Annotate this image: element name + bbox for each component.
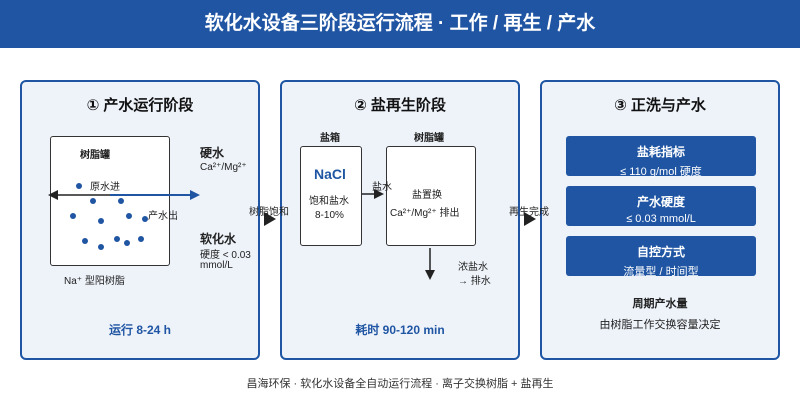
resin-bead bbox=[142, 216, 148, 222]
brine-tank bbox=[300, 146, 362, 246]
spec-title: 自控方式 bbox=[636, 245, 685, 259]
spec-value: 流量型 / 时间型 bbox=[623, 266, 699, 278]
inlet-label: 原水进 bbox=[90, 182, 120, 193]
spec-card-control-mode: 自控方式 流量型 / 时间型 bbox=[566, 236, 756, 278]
waste-brine-label: 浓盐水 bbox=[458, 262, 488, 273]
panel-rinse-title: ③ 正洗与产水 bbox=[614, 97, 706, 114]
spec-title: 盐耗指标 bbox=[636, 145, 685, 159]
resin-tank-label: 树脂罐 bbox=[414, 133, 444, 144]
resin-bead bbox=[126, 213, 132, 219]
brine-label: 饱和盐水 bbox=[309, 196, 349, 207]
nacl-label: NaCl bbox=[314, 166, 346, 182]
transition-label-saturated: 树脂饱和 bbox=[249, 207, 289, 218]
page-title: 软化水设备三阶段运行流程 · 工作 / 再生 / 产水 bbox=[0, 0, 800, 48]
panel-production-title: ① 产水运行阶段 bbox=[86, 97, 194, 114]
brine-flow-label: 盐水 bbox=[372, 182, 392, 193]
resin-bead bbox=[90, 198, 96, 204]
footer-caption: 昌海环保 · 软化水设备全自动运行流程 · 离子交换树脂 + 盐再生 bbox=[246, 378, 554, 390]
spec-value: ≤ 110 g/mol 硬度 bbox=[620, 166, 702, 178]
soft-water-unit: mmol/L bbox=[200, 260, 233, 271]
hard-water-title: 硬水 bbox=[200, 146, 225, 160]
soft-water-title: 软化水 bbox=[200, 232, 237, 246]
resin-bead bbox=[124, 240, 130, 246]
resin-tank-label: 树脂罐 bbox=[80, 150, 110, 161]
resin-bead bbox=[82, 238, 88, 244]
spec-card-salt-consumption: 盐耗指标 ≤ 110 g/mol 硬度 bbox=[566, 136, 756, 178]
exchange-label: 盐置换 bbox=[412, 190, 442, 201]
cycle-output-title: 周期产水量 bbox=[632, 298, 688, 310]
spec-title: 产水硬度 bbox=[636, 195, 685, 209]
resin-bead bbox=[98, 244, 104, 250]
resin-bead bbox=[98, 218, 104, 224]
resin-bead bbox=[138, 236, 144, 242]
resin-type-label: Na⁺ 型阳树脂 bbox=[64, 276, 125, 287]
hard-water-ions: Ca²⁺/Mg²⁺ bbox=[200, 162, 247, 173]
resin-bead bbox=[76, 183, 82, 189]
resin-bead bbox=[118, 198, 124, 204]
transition-arrow-2 bbox=[524, 212, 536, 226]
soft-water-hardness: 硬度 < 0.03 bbox=[200, 250, 251, 261]
resin-tank bbox=[50, 136, 170, 266]
resin-bead bbox=[114, 236, 120, 242]
spec-value: ≤ 0.03 mmol/L bbox=[626, 213, 696, 225]
spec-card-water-hardness: 产水硬度 ≤ 0.03 mmol/L bbox=[566, 186, 756, 226]
panel-regeneration-title: ② 盐再生阶段 bbox=[354, 97, 446, 114]
panel-regeneration-duration: 耗时 90-120 min bbox=[355, 323, 445, 337]
transition-label-regenerated: 再生完成 bbox=[509, 207, 549, 218]
drain-label: → 排水 bbox=[458, 276, 491, 287]
resin-bead bbox=[70, 213, 76, 219]
brine-tank-label: 盐箱 bbox=[320, 133, 340, 144]
panel-rinse-production: ③ 正洗与产水 盐耗指标 ≤ 110 g/mol 硬度 产水硬度 ≤ 0.03 … bbox=[540, 80, 780, 360]
brine-concentration: 8-10% bbox=[315, 210, 344, 221]
panel-production-duration: 运行 8-24 h bbox=[108, 323, 172, 337]
transition-arrow-1 bbox=[264, 212, 276, 226]
cycle-output-desc: 由树脂工作交换容量决定 bbox=[599, 319, 721, 331]
panel-regeneration: ② 盐再生阶段 盐箱 NaCl 饱和盐水 8-10% 树脂罐 盐置换 Ca²⁺/… bbox=[280, 80, 520, 360]
panel-production: ① 产水运行阶段 树脂罐 原水进 Na⁺ 型阳树脂 产水出 硬水 Ca²⁺/Mg… bbox=[20, 80, 260, 360]
exchange-ions: Ca²⁺/Mg²⁺ 排出 bbox=[390, 208, 460, 219]
outlet-label: 产水出 bbox=[148, 211, 178, 222]
resin-tank bbox=[386, 146, 476, 246]
